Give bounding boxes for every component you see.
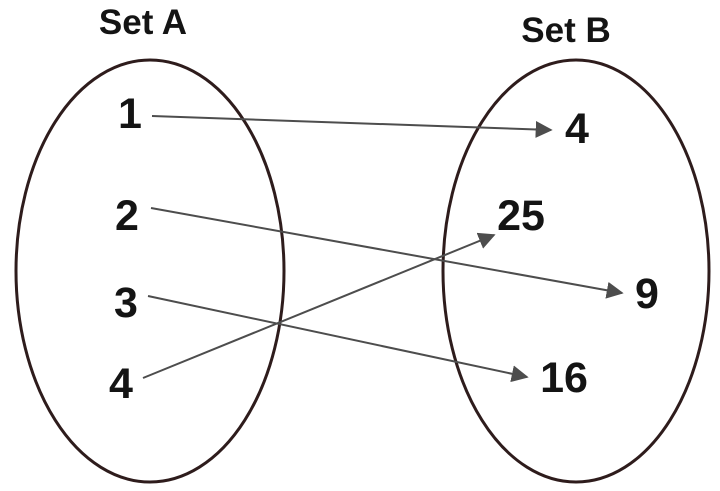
- set-b-element-25: 25: [497, 192, 545, 240]
- set-a-element-3: 3: [114, 279, 138, 327]
- set-a-element-1: 1: [118, 90, 142, 138]
- set-b-ellipse: [441, 58, 711, 484]
- set-a-element-4: 4: [109, 360, 133, 408]
- set-b-element-4: 4: [565, 105, 589, 153]
- set-a-title: Set A: [99, 3, 187, 42]
- set-b-title: Set B: [521, 11, 610, 50]
- arrow-3-to-16: [147, 295, 529, 383]
- set-b-element-16: 16: [540, 354, 588, 402]
- set-a-ellipse: [14, 58, 286, 484]
- arrow-4-to-25: [142, 232, 496, 379]
- arrow-2-to-9: [150, 207, 624, 299]
- set-b-element-9: 9: [635, 270, 659, 318]
- set-a-element-2: 2: [115, 192, 139, 240]
- arrow-1-to-4: [151, 115, 553, 138]
